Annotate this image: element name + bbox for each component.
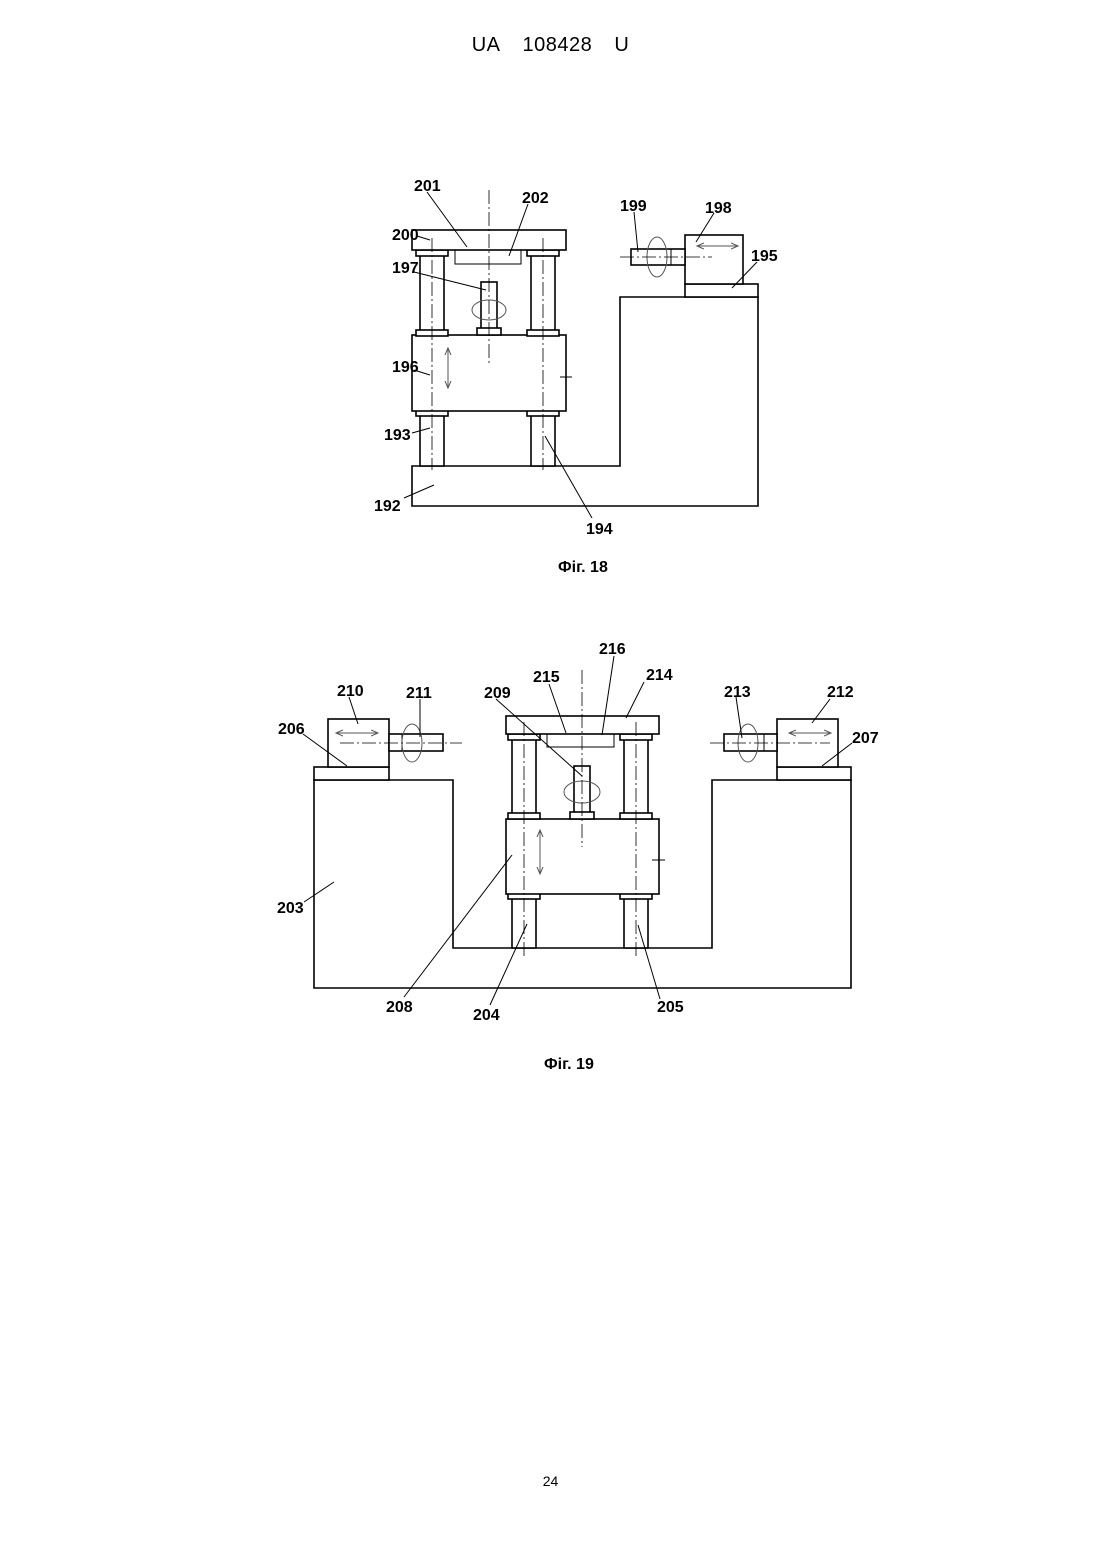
label-212: 212	[827, 684, 854, 701]
label-192: 192	[374, 498, 401, 515]
label-203: 203	[277, 900, 304, 917]
label-214: 214	[646, 667, 673, 684]
label-207: 207	[852, 730, 879, 747]
page-number: 24	[0, 1473, 1101, 1489]
label-208: 208	[386, 999, 413, 1016]
label-209: 209	[484, 685, 511, 702]
label-205: 205	[657, 999, 684, 1016]
label-201: 201	[414, 178, 441, 195]
die-215	[547, 734, 614, 747]
label-195: 195	[751, 248, 778, 265]
label-196: 196	[392, 359, 419, 376]
label-211: 211	[406, 685, 432, 702]
label-202: 202	[522, 190, 549, 207]
slide-207	[777, 767, 851, 780]
label-210: 210	[337, 683, 364, 700]
label-197: 197	[392, 260, 419, 277]
slide-206	[314, 767, 389, 780]
label-213: 213	[724, 684, 751, 701]
spindle-211	[389, 734, 443, 751]
label-215: 215	[533, 669, 560, 686]
drive-198	[685, 235, 743, 284]
label-216: 216	[599, 641, 626, 658]
label-206: 206	[278, 721, 305, 738]
label-200: 200	[392, 227, 419, 244]
label-204: 204	[473, 1007, 500, 1024]
die-202	[455, 250, 521, 264]
spindle-213	[724, 734, 777, 751]
label-193: 193	[384, 427, 411, 444]
figure-19: 216 214 215 209 210 211 206 213 212 207 …	[277, 641, 879, 1073]
label-198: 198	[705, 200, 732, 217]
label-194: 194	[586, 521, 613, 538]
slide-195	[685, 284, 758, 297]
label-199: 199	[620, 198, 647, 215]
caption-fig-19: Фіг. 19	[544, 1056, 594, 1073]
caption-fig-18: Фіг. 18	[558, 559, 608, 576]
figure-18: 201 202 200 197 196 193 192 194 199 198 …	[374, 178, 778, 576]
